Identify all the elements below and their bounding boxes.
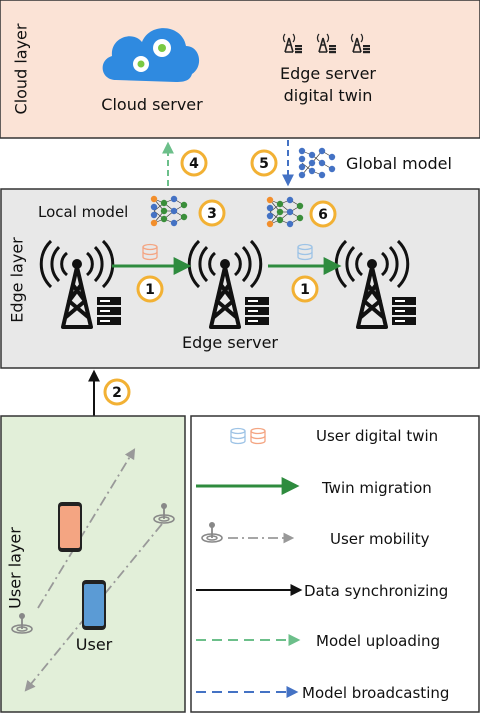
user-mobility-path <box>37 448 136 609</box>
gear-icon <box>153 39 171 57</box>
legend-model-uploading: Model uploading <box>316 632 440 650</box>
edge-twin-label-line2: digital twin <box>284 86 373 105</box>
svg-text:6: 6 <box>318 207 328 223</box>
svg-text:3: 3 <box>207 206 217 222</box>
step-badge-3: 3 <box>198 199 226 227</box>
svg-text:4: 4 <box>189 156 199 172</box>
smartphone-blue-icon <box>82 580 106 630</box>
step-badge-1: 1 <box>291 275 319 303</box>
step-badge-4: 4 <box>180 149 208 177</box>
legend-box <box>190 415 480 713</box>
svg-text:2: 2 <box>112 385 122 401</box>
step-badge-1: 1 <box>136 275 164 303</box>
user-layer-box <box>0 415 186 713</box>
global-model-network-icon <box>298 147 336 179</box>
step-badge-2: 2 <box>103 378 131 406</box>
legend-model-broadcasting: Model broadcasting <box>302 684 449 702</box>
cloud-icon <box>102 28 200 83</box>
edge-twin-label-line1: Edge server <box>280 64 376 83</box>
smartphone-orange-icon <box>58 502 82 552</box>
legend-user-digital-twin: User digital twin <box>316 427 438 445</box>
edge-layer-label: Edge layer <box>8 237 27 323</box>
cloud-layer-label: Cloud layer <box>12 23 31 114</box>
gear-icon <box>133 56 149 72</box>
global-model-label: Global model <box>346 154 452 173</box>
edge-server-label: Edge server <box>182 333 278 352</box>
cloud-server-label: Cloud server <box>101 95 203 114</box>
legend-twin-migration: Twin migration <box>321 479 432 497</box>
local-model-label: Local model <box>38 203 128 221</box>
svg-text:1: 1 <box>300 282 310 298</box>
step-badge-5: 5 <box>250 149 278 177</box>
svg-text:5: 5 <box>259 156 269 172</box>
legend-user-mobility: User mobility <box>330 530 430 548</box>
legend-data-synchronizing: Data synchronizing <box>304 582 448 600</box>
svg-text:1: 1 <box>145 282 155 298</box>
cloud-layer-box <box>0 0 480 139</box>
step-badge-6: 6 <box>309 200 337 228</box>
user-layer-label: User layer <box>6 527 25 609</box>
user-label: User <box>76 635 113 654</box>
